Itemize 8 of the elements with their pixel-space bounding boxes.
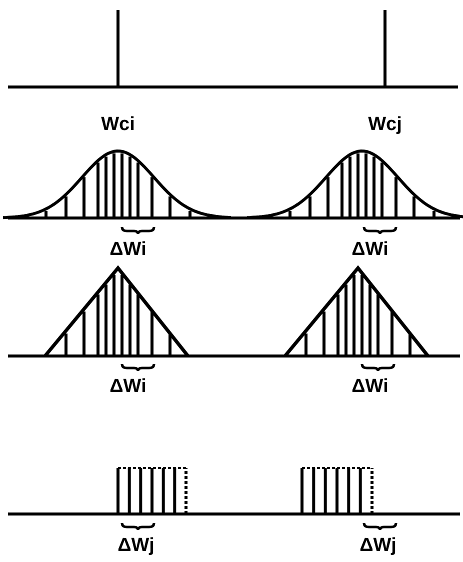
frequency-label: ΔWi <box>110 240 146 260</box>
frequency-label: ΔWj <box>118 536 154 556</box>
frequency-label: ΔWi <box>352 240 388 260</box>
frequency-label: ΔWi <box>110 377 146 397</box>
frequency-label: ΔWj <box>360 536 396 556</box>
frequency-label: Wcj <box>368 115 402 135</box>
frequency-label: Wci <box>101 115 135 135</box>
frequency-label: ΔWi <box>352 377 388 397</box>
